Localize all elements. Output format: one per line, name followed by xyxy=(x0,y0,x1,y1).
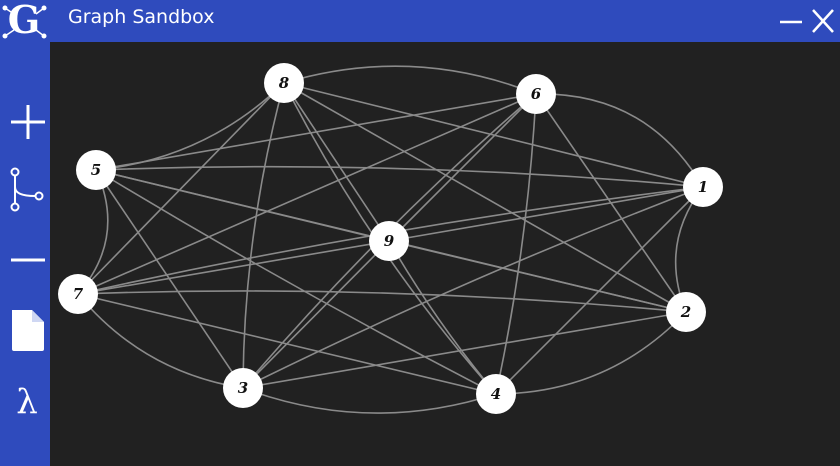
graph-edge-9-4[interactable] xyxy=(388,240,497,395)
graph-edge-8-1[interactable] xyxy=(283,82,704,188)
minus-icon xyxy=(11,258,45,262)
graph-node-8[interactable]: 8 xyxy=(264,63,304,103)
graph-edge-8-2[interactable] xyxy=(283,82,687,313)
minimize-icon xyxy=(780,20,802,24)
graph-edge-6-1[interactable] xyxy=(535,93,704,188)
graph-node-9[interactable]: 9 xyxy=(369,221,409,261)
graph-node-5[interactable]: 5 xyxy=(76,150,116,190)
node-circle xyxy=(516,74,556,114)
tool-sidebar: λ xyxy=(0,42,50,466)
graph-edge-6-9[interactable] xyxy=(388,93,537,242)
graph-edge-7-9[interactable] xyxy=(77,240,390,295)
add-edge-button[interactable] xyxy=(5,165,49,215)
node-label: 4 xyxy=(491,385,501,403)
graph-node-2[interactable]: 2 xyxy=(666,292,706,332)
branch-icon xyxy=(10,167,44,212)
nodes-layer: 1 2 3 4 5 6 7 8 9 xyxy=(58,63,723,414)
title-bar: G Graph Sandbox xyxy=(0,0,840,42)
graph-edge-8-7[interactable] xyxy=(77,82,285,295)
graph-edge-8-9[interactable] xyxy=(283,82,390,242)
app-logo-icon: G xyxy=(0,0,50,42)
graph-edge-9-3[interactable] xyxy=(242,240,390,389)
graph-edge-2-4[interactable] xyxy=(495,311,687,395)
graph-edge-7-2[interactable] xyxy=(77,290,687,313)
graph-edge-5-4[interactable] xyxy=(95,169,497,395)
node-label: 7 xyxy=(73,285,84,303)
node-label: 8 xyxy=(279,74,290,92)
window-title: Graph Sandbox xyxy=(68,6,215,28)
close-icon xyxy=(812,9,834,33)
lambda-button[interactable]: λ xyxy=(5,377,49,427)
node-circle xyxy=(666,292,706,332)
node-label: 5 xyxy=(91,161,101,179)
lambda-icon: λ xyxy=(16,382,38,422)
graph-edge-2-3[interactable] xyxy=(242,311,687,389)
graph-edge-9-1[interactable] xyxy=(388,186,704,242)
close-button[interactable] xyxy=(808,4,838,38)
edges-layer xyxy=(77,65,704,414)
node-circle xyxy=(58,274,98,314)
minimize-button[interactable] xyxy=(776,4,806,38)
graph-edge-1-4[interactable] xyxy=(495,186,704,395)
graph-node-1[interactable]: 1 xyxy=(683,167,723,207)
node-label: 6 xyxy=(531,85,542,103)
remove-button[interactable] xyxy=(5,235,49,285)
graph-edge-6-4[interactable] xyxy=(495,93,537,395)
node-label: 2 xyxy=(680,303,691,321)
graph-edge-3-4[interactable] xyxy=(242,387,497,414)
graph-edge-6-5[interactable] xyxy=(95,93,537,171)
graph-view[interactable]: 1 2 3 4 5 6 7 8 9 xyxy=(50,42,840,466)
graph-edge-7-3[interactable] xyxy=(77,293,244,389)
node-circle xyxy=(223,368,263,408)
graph-edge-8-3[interactable] xyxy=(242,82,285,389)
graph-node-3[interactable]: 3 xyxy=(223,368,263,408)
file-icon xyxy=(12,310,44,351)
graph-node-4[interactable]: 4 xyxy=(476,374,516,414)
graph-edge-1-3[interactable] xyxy=(242,186,704,389)
node-circle xyxy=(683,167,723,207)
graph-node-6[interactable]: 6 xyxy=(516,74,556,114)
graph-canvas[interactable]: 1 2 3 4 5 6 7 8 9 xyxy=(50,42,840,466)
node-label: 9 xyxy=(384,232,395,250)
add-node-button[interactable] xyxy=(5,97,49,147)
graph-node-7[interactable]: 7 xyxy=(58,274,98,314)
graph-edge-9-2[interactable] xyxy=(388,240,687,313)
graph-edge-5-1[interactable] xyxy=(95,165,704,188)
plus-icon xyxy=(11,105,45,139)
graph-edge-6-7[interactable] xyxy=(77,93,537,295)
node-circle xyxy=(76,150,116,190)
node-circle xyxy=(369,221,409,261)
file-button[interactable] xyxy=(5,305,49,355)
graph-edge-8-6[interactable] xyxy=(283,65,537,95)
node-label: 1 xyxy=(698,178,708,196)
node-circle xyxy=(476,374,516,414)
graph-edge-8-5[interactable] xyxy=(95,82,285,171)
node-circle xyxy=(264,63,304,103)
logo-letter: G xyxy=(8,0,40,42)
node-label: 3 xyxy=(238,379,248,397)
